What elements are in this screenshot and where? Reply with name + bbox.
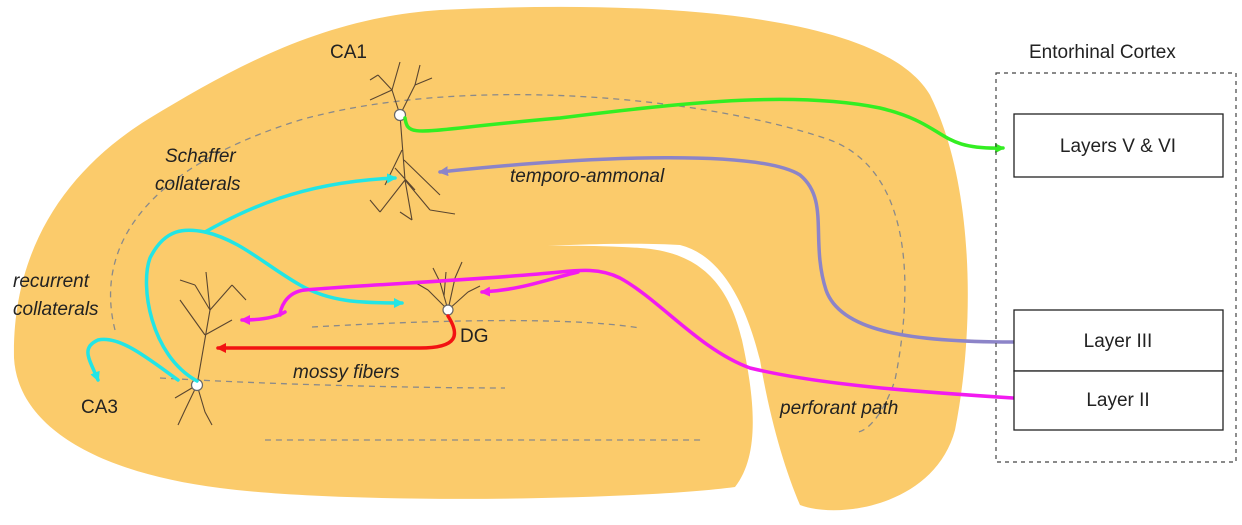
layer-iii-box: Layer III	[1014, 310, 1223, 371]
label-ca3: CA3	[81, 397, 118, 418]
hippocampus-shape	[14, 7, 968, 510]
label-schaffer-line2: collaterals	[155, 174, 241, 195]
label-mossy-fibers: mossy fibers	[293, 362, 400, 383]
label-ca1: CA1	[330, 42, 367, 63]
label-perforant-path: perforant path	[779, 398, 898, 419]
label-temporo-ammonal: temporo-ammonal	[510, 166, 665, 187]
layer-ii-box: Layer II	[1014, 371, 1223, 430]
layer-iii-label: Layer III	[1084, 331, 1153, 352]
label-recurrent-line2: collaterals	[13, 299, 99, 320]
layer-ii-label: Layer II	[1086, 390, 1149, 411]
layers-v-vi-label: Layers V & VI	[1060, 136, 1176, 157]
label-dg: DG	[460, 326, 489, 347]
label-recurrent-line1: recurrent	[13, 271, 90, 292]
entorhinal-cortex-title: Entorhinal Cortex	[1029, 42, 1176, 63]
label-schaffer-line1: Schaffer	[165, 146, 236, 167]
layers-v-vi-box: Layers V & VI	[1014, 114, 1223, 177]
